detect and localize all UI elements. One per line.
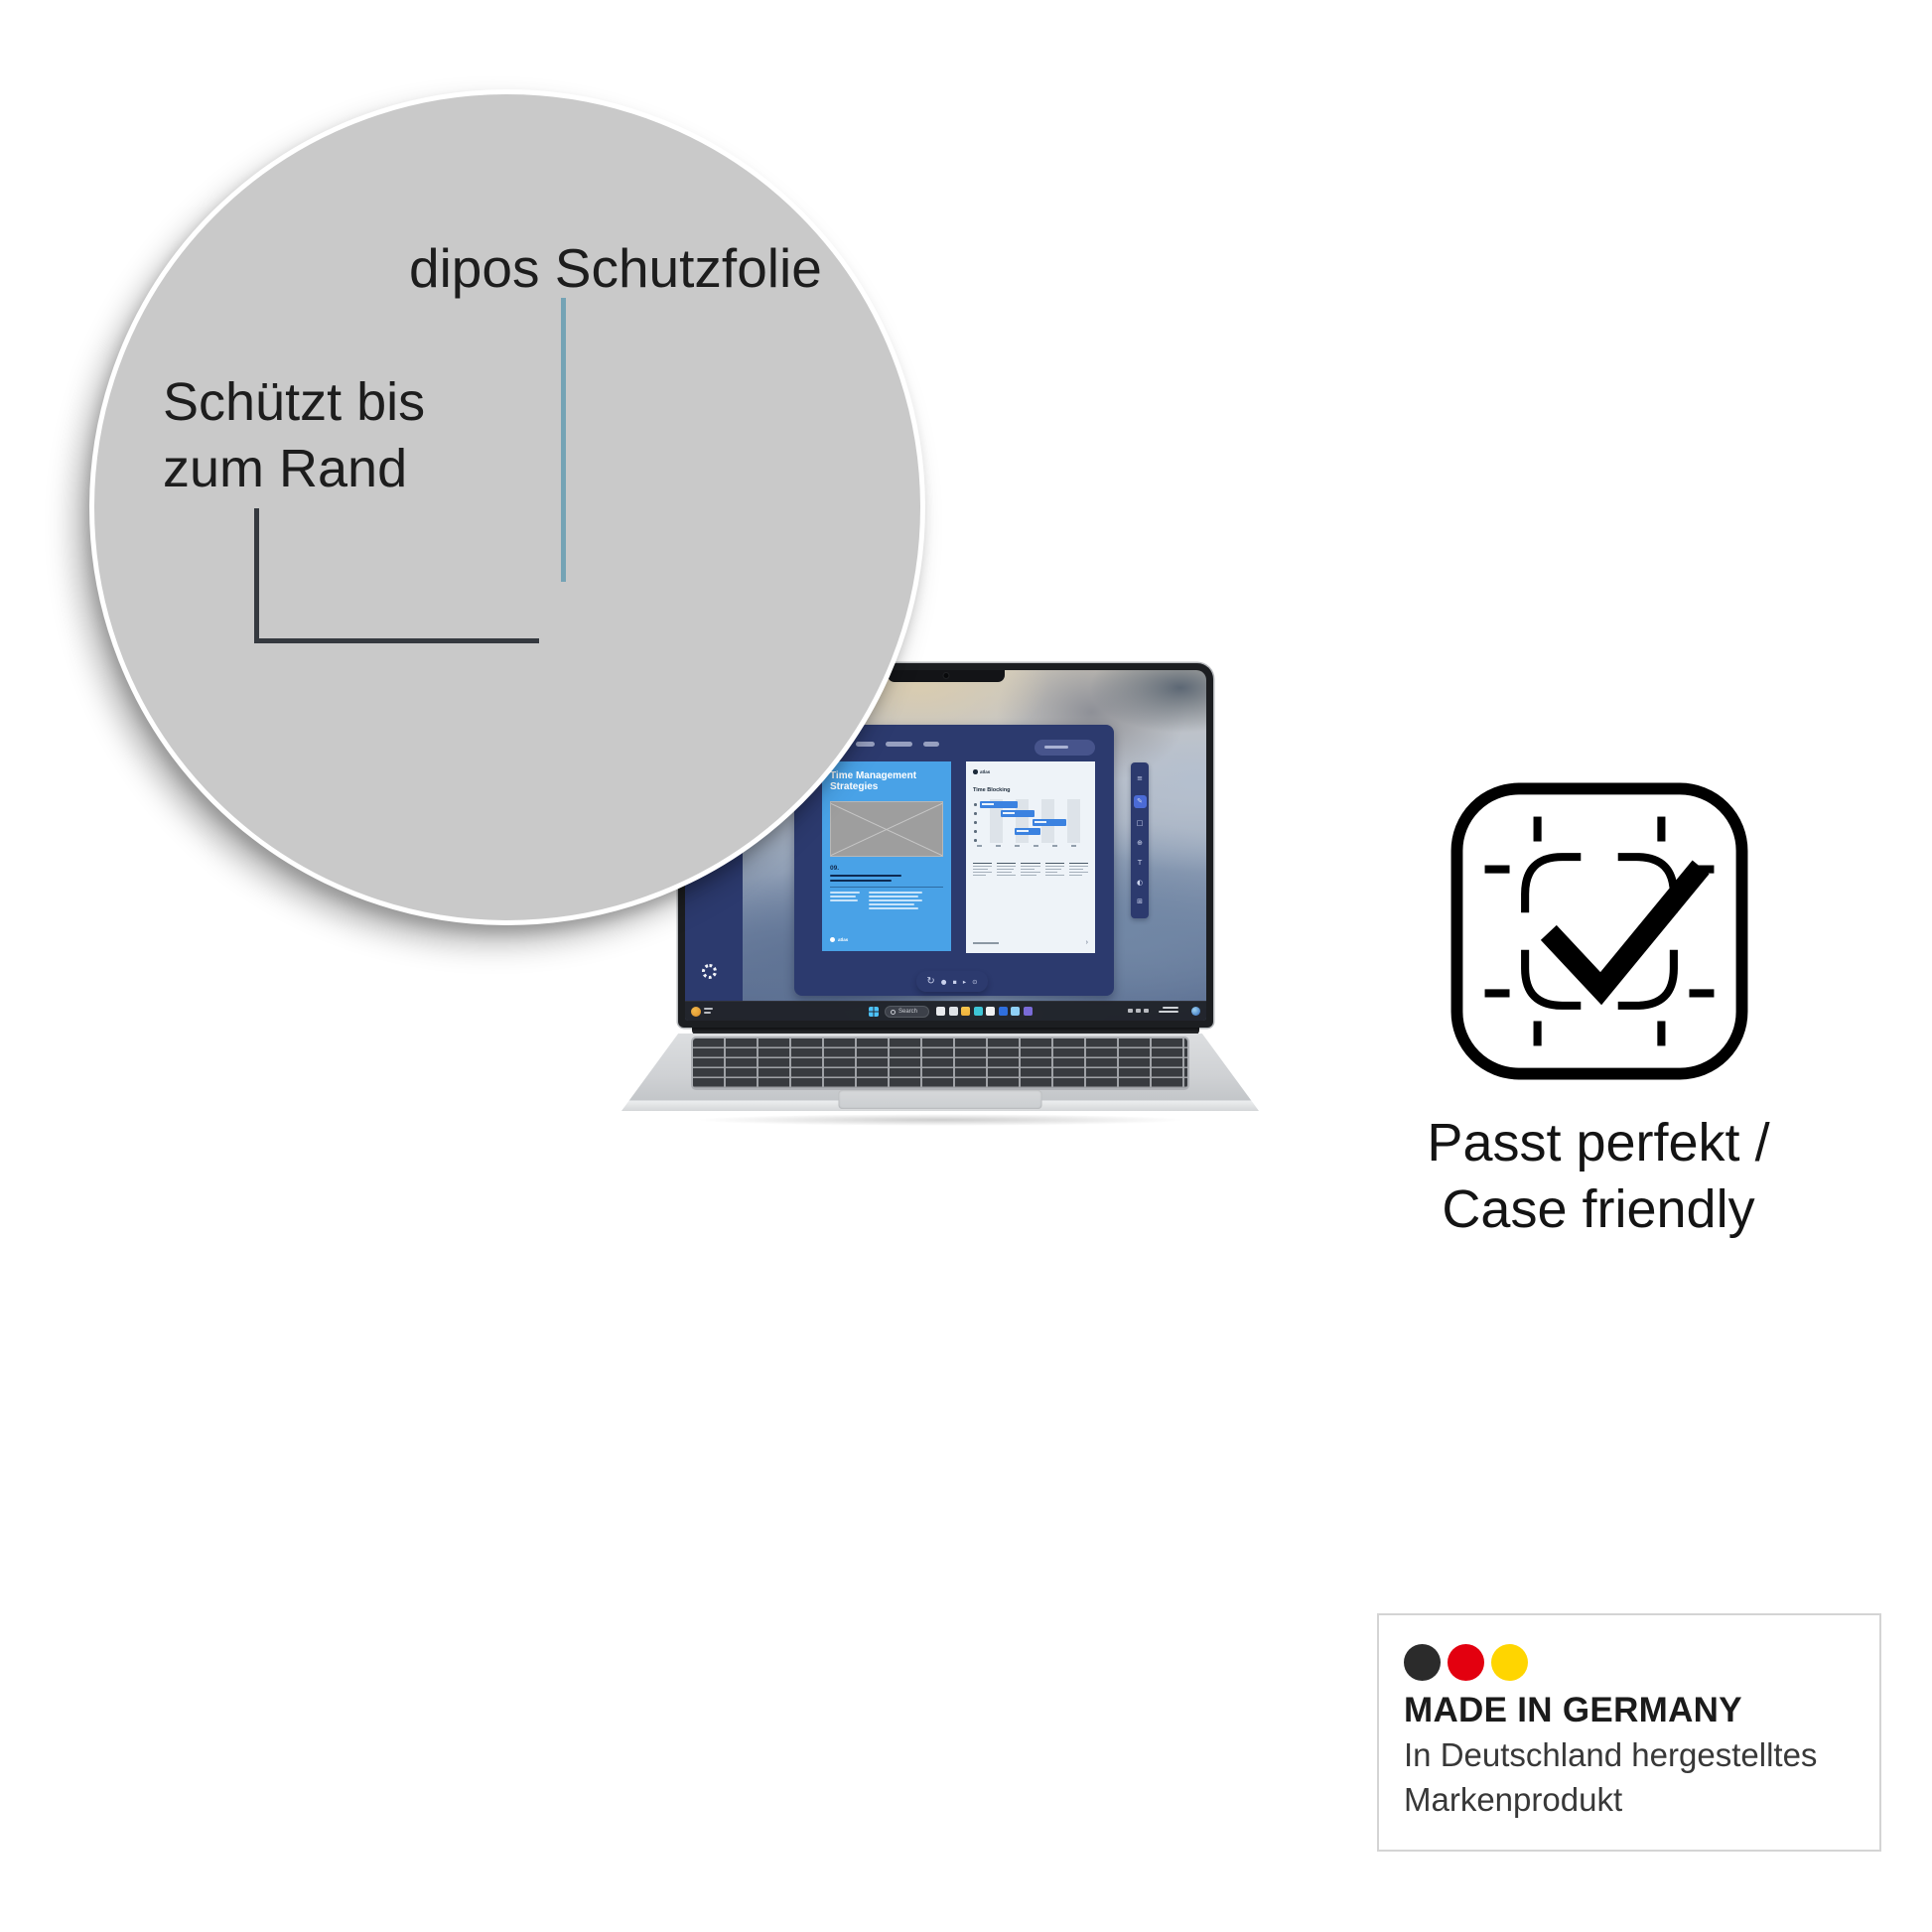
system-tray — [1128, 1009, 1149, 1013]
next-page-icon: › — [1085, 939, 1088, 946]
browser-icon — [973, 1007, 983, 1016]
logo-dot-icon — [830, 937, 835, 942]
app-icon — [1023, 1007, 1033, 1016]
dot-icon: ● — [940, 977, 947, 986]
slide-logo: atlas — [830, 937, 943, 942]
menu-item — [923, 742, 939, 747]
menu-item — [856, 742, 875, 747]
add-icon: ⊕ — [1137, 839, 1143, 847]
divider — [830, 887, 943, 888]
flag-dot-red — [1448, 1644, 1484, 1681]
slide-heading: Time Blocking — [973, 787, 1011, 793]
sync-icon: ↻ — [926, 976, 935, 987]
widget-icon — [1191, 1007, 1200, 1016]
taskbar-clock — [1159, 1007, 1178, 1013]
flag-dot-black — [1404, 1644, 1441, 1681]
app-icon — [948, 1007, 958, 1016]
callout-circle — [89, 89, 925, 925]
slide-body-text — [830, 892, 943, 911]
keyboard — [693, 1038, 1187, 1088]
webcam-icon — [942, 672, 949, 679]
desktop-badge-icon — [691, 1007, 701, 1017]
made-in-germany-subtitle: In Deutschland hergestelltes — [1404, 1736, 1818, 1773]
flag-dot-gold — [1491, 1644, 1528, 1681]
gantt-bar — [1033, 818, 1066, 826]
made-in-germany-subtitle: Markenprodukt — [1404, 1781, 1623, 1818]
presentation-app-window: Time Management Strategies 09. — [794, 725, 1114, 996]
window-search-pill — [1035, 740, 1095, 756]
play-icon: ▸ — [962, 977, 967, 986]
search-icon — [891, 1009, 896, 1015]
taskbar-app-icons — [936, 1007, 1033, 1016]
trackpad — [838, 1090, 1042, 1109]
folder-icon — [961, 1007, 970, 1016]
slide-footer: › — [973, 939, 1088, 946]
logo-dot-icon — [973, 769, 978, 774]
slide-table — [973, 863, 1089, 878]
windows-taskbar: Search — [685, 1001, 1206, 1021]
gantt-chart — [973, 799, 1088, 849]
pencil-icon: ✎ — [1133, 794, 1147, 808]
image-placeholder-icon — [830, 801, 943, 857]
callout-bracket-edge — [254, 508, 259, 643]
tool-palette: ≡ ✎ □ ⊕ T ◐ ⊞ — [1131, 762, 1149, 918]
gear-icon — [702, 964, 717, 979]
menu-item — [886, 742, 912, 747]
desktop-side-panel — [685, 839, 743, 1001]
laptop-base — [621, 1034, 1259, 1111]
slide-time-blocking: atlas Time Blocking — [966, 761, 1095, 953]
contrast-icon: ◐ — [1136, 878, 1144, 887]
slide-caption-lines — [830, 872, 943, 882]
lock-icon: ▪ — [952, 977, 957, 986]
callout-bracket-edge — [254, 638, 539, 643]
gantt-bar — [980, 800, 1018, 808]
text-icon: T — [1137, 858, 1143, 867]
laptop-shadow — [616, 1112, 1266, 1128]
checkmark-crop-icon — [1450, 782, 1748, 1080]
fit-caption: Passt perfekt / Case friendly — [1427, 1113, 1770, 1239]
start-button-icon — [869, 1007, 879, 1017]
taskbar-search: Search — [885, 1006, 929, 1018]
slide-title: Time Management Strategies — [830, 770, 917, 792]
menu-icon: ≡ — [1137, 773, 1143, 782]
gantt-bar — [1001, 809, 1035, 817]
app-icon — [998, 1007, 1008, 1016]
app-icon — [986, 1007, 995, 1016]
laptop-screen: Time Management Strategies 09. — [678, 663, 1213, 1028]
shape-icon: □ — [1136, 819, 1144, 828]
made-in-germany-badge: MADE IN GERMANY In Deutschland hergestel… — [1377, 1613, 1881, 1852]
slide-logo: atlas — [973, 769, 1088, 774]
slide-section-number: 09. — [830, 865, 840, 872]
quick-toolbar: ↻ ● ▪ ▸ ⊙ — [916, 971, 988, 992]
made-in-germany-title: MADE IN GERMANY — [1404, 1691, 1742, 1729]
product-label: dipos Schutzfolie — [409, 237, 822, 299]
app-icon — [1011, 1007, 1020, 1016]
gantt-bar — [1015, 827, 1040, 835]
settings-icon: ⊙ — [972, 977, 978, 986]
app-icon — [936, 1007, 945, 1016]
callout-line-film — [561, 298, 566, 582]
german-flag-dots-icon — [1404, 1644, 1528, 1681]
grid-icon: ⊞ — [1137, 897, 1143, 906]
edge-protection-claim: Schützt bis zum Rand — [163, 372, 426, 498]
webcam-notch — [887, 670, 1005, 682]
slide-time-management: Time Management Strategies 09. — [822, 761, 951, 951]
laptop-hinge — [692, 1028, 1199, 1035]
